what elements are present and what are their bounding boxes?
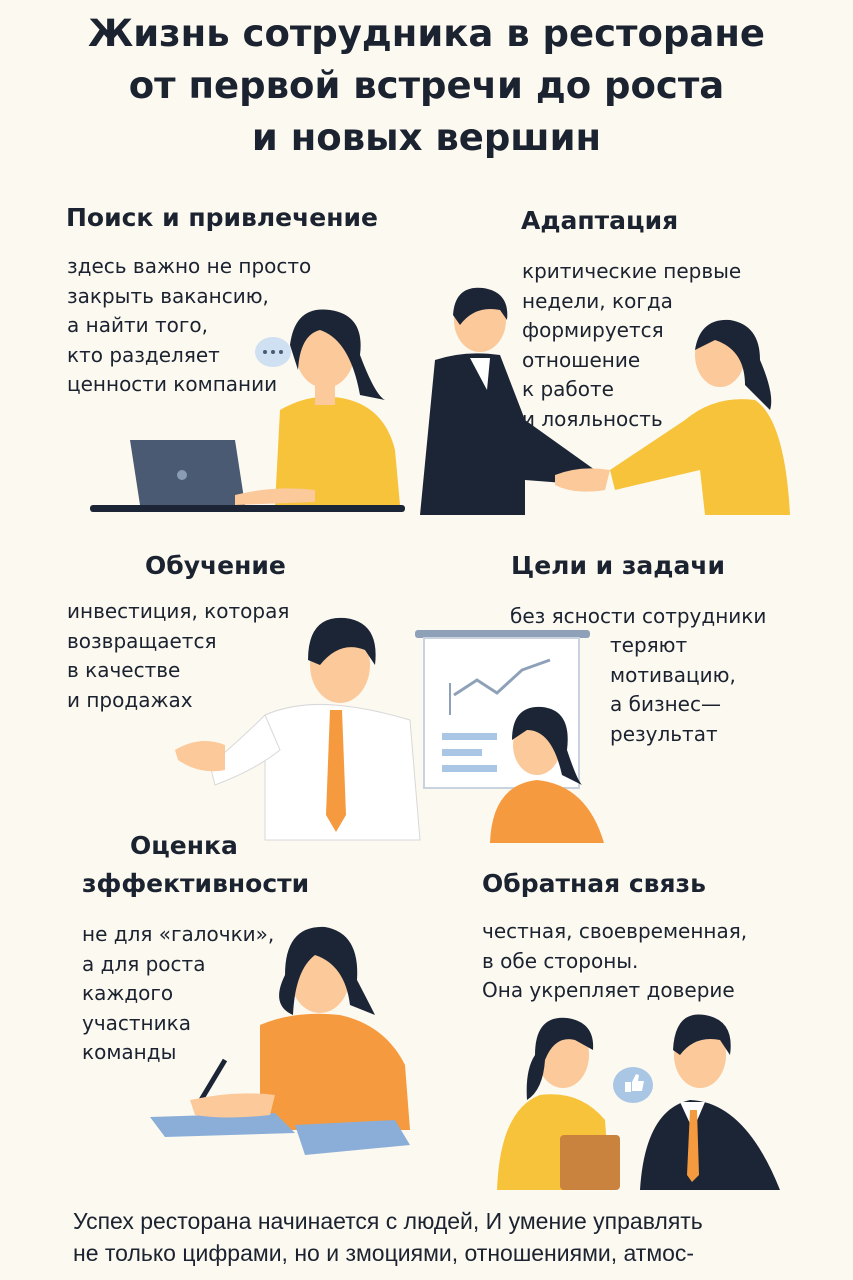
section-heading-feedback: Обратная связь xyxy=(482,869,706,898)
recruiter-laptop-illustration xyxy=(90,309,405,512)
section-heading-goals: Цели и задачи xyxy=(511,551,726,580)
handshake-illustration xyxy=(420,287,790,515)
footer-text: Успех ресторана начинается с людей, И ум… xyxy=(73,1205,703,1269)
section-text-adaptation: критические первые недели, когда формиру… xyxy=(522,259,742,431)
footer-line: Успех ресторана начинается с людей, И ум… xyxy=(73,1208,703,1234)
feedback-illustration xyxy=(497,1014,780,1190)
section-text-evaluation: не для «галочки», а для роста каждого уч… xyxy=(82,922,275,1064)
title-line: и новых вершин xyxy=(251,116,602,159)
section-heading-training: Обучение xyxy=(145,551,286,580)
evaluation-illustration xyxy=(150,926,410,1155)
chart-board-illustration xyxy=(415,630,604,843)
section-heading-search: Поиск и привлечение xyxy=(66,203,378,232)
section-text-training: инвестиция, которая возвращается в качес… xyxy=(67,599,290,712)
page-title: Жизнь сотрудника в ресторане от первой в… xyxy=(0,8,853,164)
chat-bubble-icon xyxy=(255,337,291,367)
footer-line: не только цифрами, но и змоциями, отноше… xyxy=(73,1240,695,1266)
clipboard-icon xyxy=(560,1135,620,1190)
section-text-feedback: честная, своевременная, в обе стороны. О… xyxy=(482,919,748,1002)
title-line: от первой встречи до роста xyxy=(128,64,725,107)
like-bubble-icon xyxy=(613,1067,653,1103)
section-heading-adaptation: Адаптация xyxy=(521,206,679,235)
section-heading-evaluation-line2: зффективности xyxy=(82,869,310,898)
section-text-goals-cont: теряют мотивацию, а бизнес— результат xyxy=(610,633,736,746)
section-text-search: здесь важно не просто закрыть вакансию, … xyxy=(67,254,312,396)
title-line: Жизнь сотрудника в ресторане xyxy=(87,12,766,55)
section-text-goals: без ясности сотрудники xyxy=(510,604,767,628)
section-heading-evaluation: Оценка xyxy=(130,831,238,860)
trend-arrow-icon xyxy=(453,658,551,697)
trainer-illustration xyxy=(175,617,421,841)
